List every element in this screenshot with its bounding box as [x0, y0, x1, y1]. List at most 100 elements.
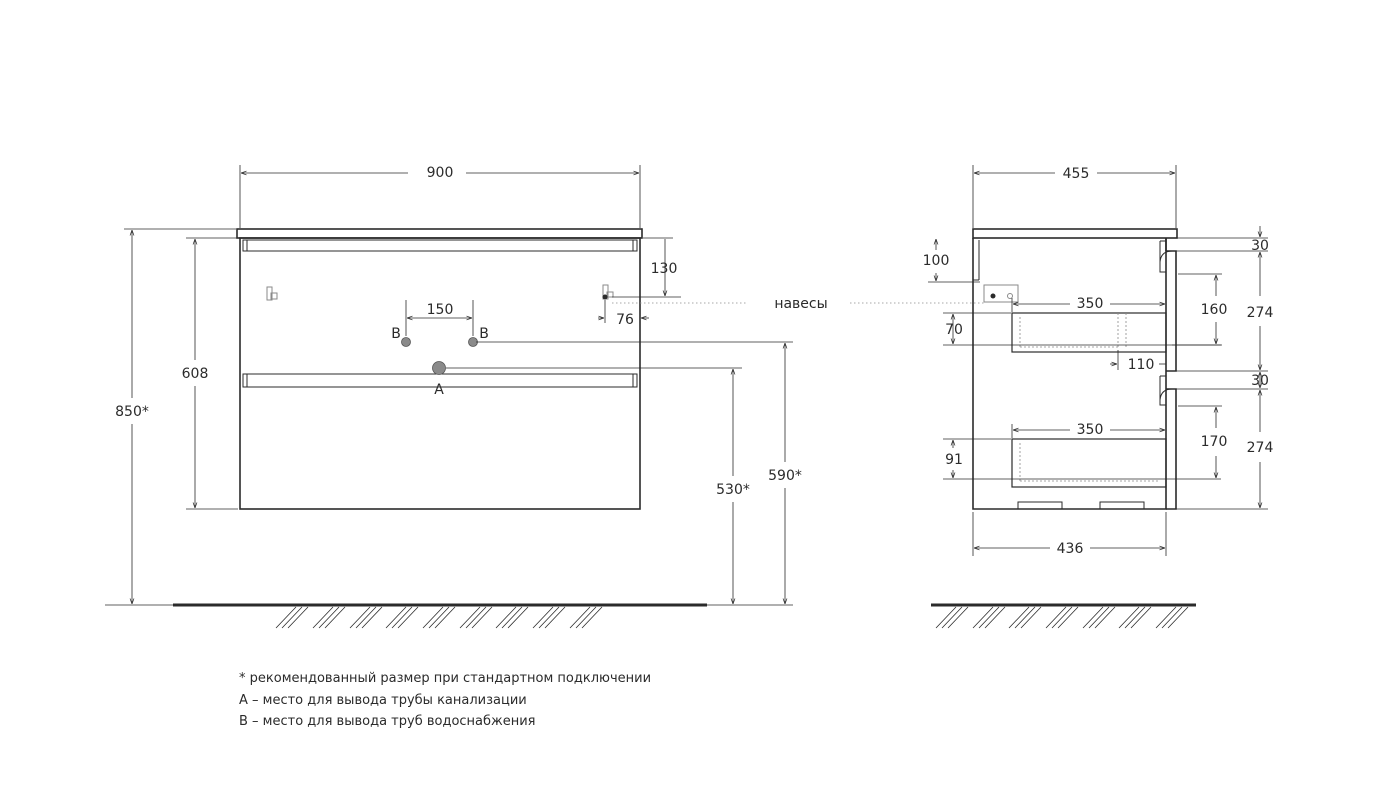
side-drawer-lower	[1011, 438, 1167, 488]
floor-hatch-line	[978, 606, 1000, 629]
label-hinges: навесы	[774, 296, 827, 312]
floor-hatch-line	[984, 606, 1006, 629]
legend-notes: * рекомендованный размер при стандартном…	[239, 668, 651, 733]
note-water: В – место для вывода труб водоснабжения	[239, 714, 536, 729]
floor-hatch-line	[1124, 606, 1146, 629]
floor-hatch-line	[1051, 606, 1073, 629]
floor-hatch-line	[391, 606, 413, 629]
side-upper-front	[1166, 250, 1177, 372]
dim-depth-top: 455	[1063, 166, 1090, 182]
dim-water-spacing: 150	[427, 302, 454, 318]
side-handle-lower	[1159, 388, 1176, 406]
floor-hatch-line	[1008, 606, 1030, 629]
floor-hatch-line	[459, 606, 481, 629]
floor-hatch-line	[355, 606, 377, 629]
dim-inner-height-2: 91	[945, 452, 963, 468]
dim-clear-1: 160	[1201, 302, 1228, 318]
dim-hinge-drop: 100	[923, 253, 950, 269]
floor-hatch-line	[1118, 606, 1140, 629]
dim-top-gap-2: 30	[1251, 373, 1269, 389]
drain-point	[432, 361, 446, 375]
floor-hatch-line	[434, 606, 456, 629]
floor-hatch-line	[1130, 606, 1152, 629]
floor-hatch-line	[1045, 606, 1067, 629]
floor-hatch-line	[1057, 606, 1079, 629]
side-view	[972, 228, 1178, 510]
floor-hatch-line	[569, 606, 591, 629]
floor-hatch-line	[1161, 606, 1183, 629]
floor-hatch-line	[1020, 606, 1042, 629]
floor-hatch-line	[1155, 606, 1177, 629]
side-handle-upper	[1159, 250, 1176, 273]
floor-hatch-line	[422, 606, 444, 629]
floor-hatch-line	[495, 606, 517, 629]
dim-height-total: 850*	[115, 404, 149, 420]
label-drain: A	[434, 382, 444, 398]
floor-hatch-line	[361, 606, 383, 629]
note-drain: А – место для вывода трубы канализации	[239, 692, 527, 708]
floor-hatch-line	[501, 606, 523, 629]
floor-hatch-line	[397, 606, 419, 629]
floor-hatch-line	[318, 606, 340, 629]
floor-hatch-line	[538, 606, 560, 629]
floor-hatch-line	[532, 606, 554, 629]
dim-depth-bottom: 436	[1057, 541, 1084, 557]
front-cabinet-body	[239, 237, 641, 510]
front-top-handle	[242, 239, 638, 252]
floor-hatch-line	[385, 606, 407, 629]
floor-hatch-line	[428, 606, 450, 629]
side-dimensions	[928, 165, 1268, 556]
floor-hatch-line	[287, 606, 309, 629]
front-dimensions	[105, 165, 793, 606]
dim-inner-depth-2: 350	[1077, 422, 1104, 438]
side-hinge	[983, 284, 1019, 303]
floor-hatch-line	[507, 606, 529, 629]
floor-hatch-line	[1082, 606, 1104, 629]
side-countertop	[972, 228, 1178, 239]
floor-hatch-line	[324, 606, 346, 629]
dim-water-height: 590*	[768, 468, 802, 484]
front-floor	[173, 603, 707, 629]
side-drawer-upper	[1011, 312, 1167, 353]
dim-hinge-horizontal: 76	[616, 312, 634, 328]
side-cabinet-body	[972, 238, 1167, 510]
side-floor	[931, 603, 1196, 629]
dim-top-gap-1: 30	[1251, 238, 1269, 254]
floor-hatch-line	[947, 606, 969, 629]
note-recommended: * рекомендованный размер при стандартном…	[239, 671, 652, 686]
side-lower-front	[1166, 388, 1177, 510]
floor-hatch-line	[575, 606, 597, 629]
label-water-right: B	[479, 326, 489, 342]
floor-hatch-line	[312, 606, 334, 629]
dim-clear-2: 170	[1201, 434, 1228, 450]
dim-width-front: 900	[427, 165, 454, 181]
floor-hatch-line	[935, 606, 957, 629]
front-hinge-left	[266, 286, 278, 301]
floor-hatch-line	[465, 606, 487, 629]
floor-hatch-line	[349, 606, 371, 629]
dim-drain-height: 530*	[716, 482, 750, 498]
floor-hatch-line	[581, 606, 603, 629]
water-point-left	[401, 337, 411, 347]
front-view	[236, 228, 643, 510]
dim-inner-depth-1: 350	[1077, 296, 1104, 312]
dim-drawer-2: 274	[1247, 440, 1274, 456]
floor-hatch-line	[471, 606, 493, 629]
floor-hatch-line	[1014, 606, 1036, 629]
floor-hatch-line	[275, 606, 297, 629]
dim-drawer-1: 274	[1247, 305, 1274, 321]
floor-hatch-line	[1094, 606, 1116, 629]
floor-hatch-line	[972, 606, 994, 629]
dim-siphon-cut: 110	[1128, 357, 1155, 373]
floor-hatch-line	[941, 606, 963, 629]
label-water-left: B	[391, 326, 401, 342]
dim-hinge-vertical: 130	[651, 261, 678, 277]
floor-hatch-line	[281, 606, 303, 629]
front-countertop	[236, 228, 643, 239]
floor-hatch-line	[1167, 606, 1189, 629]
floor-hatch-line	[1088, 606, 1110, 629]
floor-hatch-line	[544, 606, 566, 629]
dim-body-height: 608	[182, 366, 209, 382]
dim-inner-height-1: 70	[945, 322, 963, 338]
